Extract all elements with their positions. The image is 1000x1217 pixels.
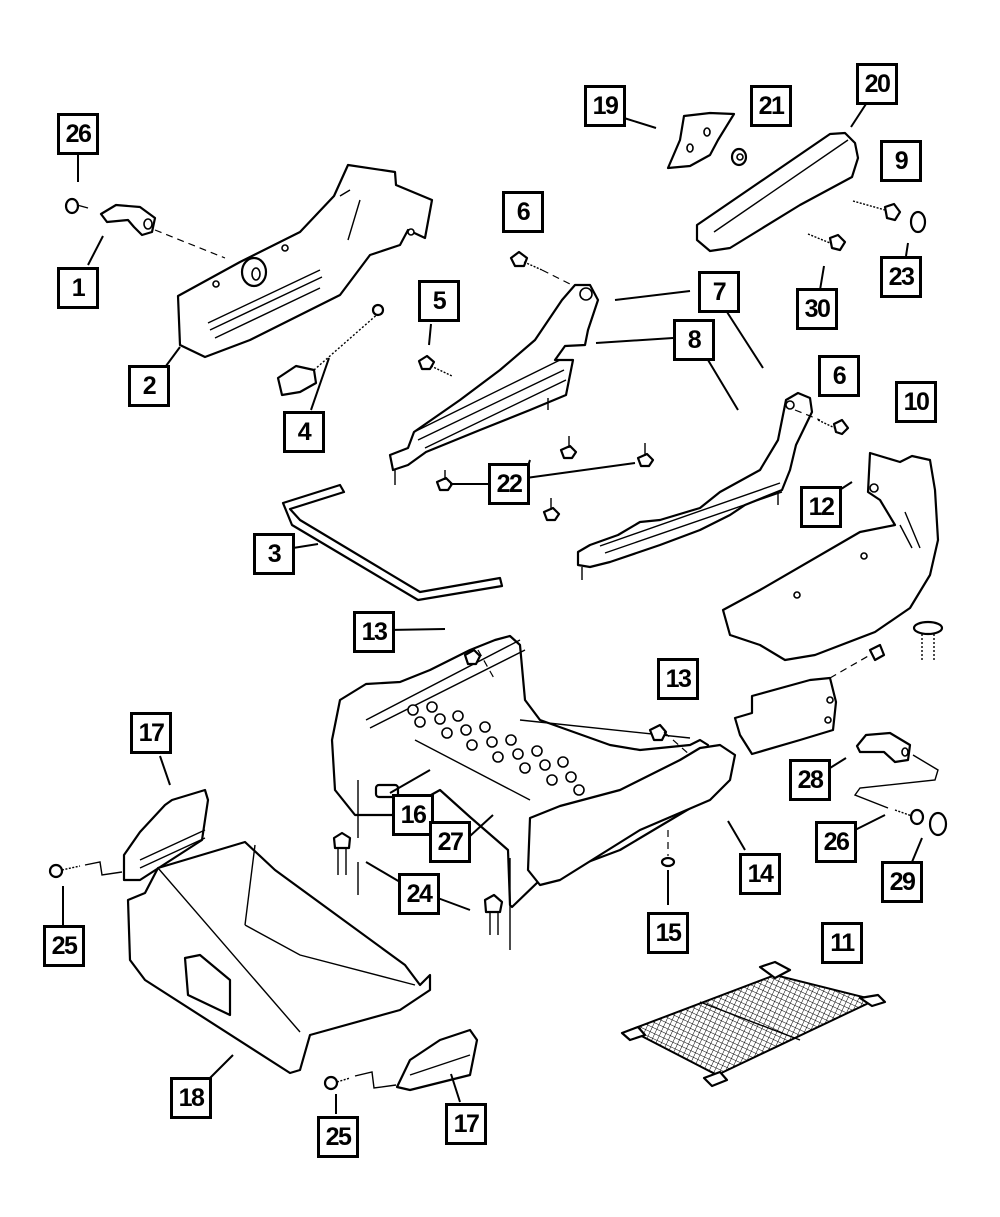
part-28-handle (853, 731, 939, 809)
callout-14: 14 (739, 853, 781, 895)
callout-29: 29 (881, 861, 923, 903)
callout-7: 7 (698, 271, 740, 313)
part-9-bolt (852, 200, 902, 222)
part-7-8-right-track (576, 391, 814, 580)
part-26-screw-bottom (894, 808, 925, 826)
part-29-cap (928, 811, 948, 837)
part-1-handle (99, 203, 157, 237)
callout-16: 16 (392, 794, 434, 836)
callout-19: 19 (584, 85, 626, 127)
callout-2: 2 (128, 365, 170, 407)
part-16-27-riser (330, 634, 710, 909)
callout-11: 11 (821, 922, 863, 964)
part-3-bar (281, 483, 504, 602)
callout-12: 12 (800, 486, 842, 528)
part-15-washer (660, 830, 676, 868)
part-4-knob-spring (276, 303, 385, 397)
part-2-shield (176, 163, 434, 359)
part-14-riser-cover (526, 743, 737, 887)
part-23-cap (909, 210, 927, 234)
callout-23: 23 (880, 256, 922, 298)
callout-6-right: 6 (818, 355, 860, 397)
part-10-push-pin (912, 620, 944, 660)
part-26-screw-top (64, 197, 89, 215)
part-30-bolt (807, 233, 847, 252)
part-19-bracket (666, 111, 736, 170)
dash-1-2 (154, 229, 226, 259)
callout-25-left: 25 (43, 925, 85, 967)
callout-26-bottom: 26 (815, 821, 857, 863)
part-13-nut-right (648, 723, 691, 756)
callout-4: 4 (283, 411, 325, 453)
callout-30: 30 (796, 288, 838, 330)
part-5-bolt (417, 354, 453, 377)
part-17-slide-left (122, 788, 210, 882)
callout-22: 22 (488, 463, 530, 505)
part-18-drawer (126, 840, 432, 1075)
callout-24: 24 (398, 873, 440, 915)
callout-27: 27 (429, 821, 471, 863)
callout-13-right: 13 (657, 658, 699, 700)
part-21-washer (730, 147, 748, 167)
part-25-screw-left (48, 861, 123, 879)
callout-1: 1 (57, 267, 99, 309)
callout-20: 20 (856, 63, 898, 105)
callout-28: 28 (789, 759, 831, 801)
part-20-armrest (695, 131, 860, 253)
callout-21: 21 (750, 85, 792, 127)
part-bracket-right (733, 643, 886, 756)
callout-25-right: 25 (317, 1116, 359, 1158)
callout-18: 18 (170, 1077, 212, 1119)
callout-17-left: 17 (130, 712, 172, 754)
part-12-shield (721, 451, 940, 662)
callout-9: 9 (880, 140, 922, 182)
part-7-8-left-track (388, 283, 600, 485)
part-17-slide-right (395, 1028, 479, 1092)
callout-5: 5 (418, 280, 460, 322)
part-24-bolt-right (483, 858, 511, 950)
callout-13-top: 13 (353, 611, 395, 653)
callout-6-top: 6 (502, 191, 544, 233)
callout-17-right: 17 (445, 1103, 487, 1145)
callout-26-top: 26 (57, 113, 99, 155)
part-6-bolt-right (794, 409, 850, 436)
callout-10: 10 (895, 381, 937, 423)
part-24-bolt-left (332, 780, 359, 895)
part-25-screw-right (323, 1071, 397, 1091)
part-11-net (620, 960, 887, 1088)
part-22-nuts (435, 436, 655, 522)
callout-15: 15 (647, 912, 689, 954)
part-13-nut-top (463, 648, 496, 681)
callout-8: 8 (673, 319, 715, 361)
part-6-bolt-top (509, 250, 573, 286)
riser-holes (407, 701, 585, 796)
callout-3: 3 (253, 533, 295, 575)
